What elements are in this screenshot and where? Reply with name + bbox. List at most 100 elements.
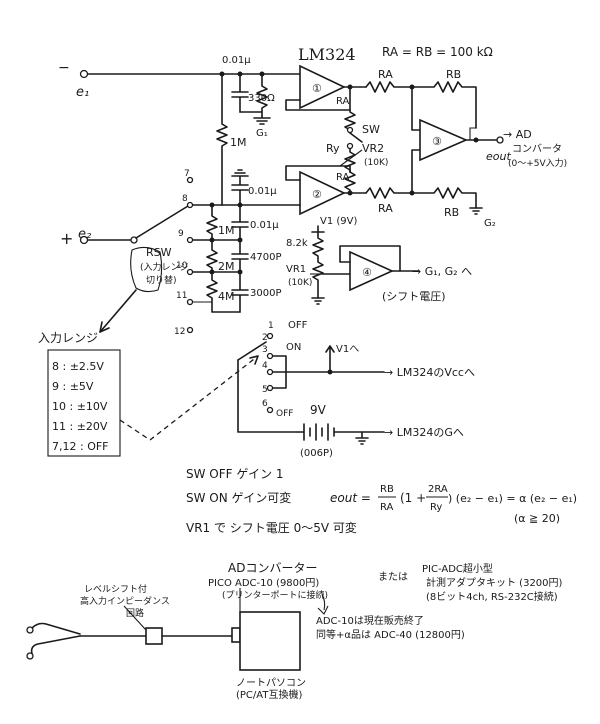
frac-2ra: 2RA [428, 484, 448, 495]
ra-v1-label: RA [336, 96, 350, 107]
r82k-label: 8.2k [286, 238, 308, 249]
frac-ra: RA [380, 502, 394, 513]
power-pos3: 3 [262, 345, 268, 355]
r-1m [206, 204, 218, 241]
rb-top-label: RB [446, 68, 461, 81]
sw-blade[interactable] [349, 132, 363, 143]
probe-label-1: レベルシフト付 [84, 584, 147, 595]
rb-top [411, 81, 477, 129]
rb-bottom-label: RB [444, 206, 459, 219]
rsw-pos7-label: 7 [184, 169, 190, 179]
rsw-label-3: 切り替) [146, 274, 177, 286]
chip-label: LM324 [298, 45, 356, 64]
amp4-feedback [339, 245, 401, 272]
plus-sign: + [60, 229, 73, 248]
node-amp3-out [473, 137, 479, 143]
amp1-feedback [285, 86, 351, 111]
probe-pointer [123, 605, 147, 631]
switch-coupling-1 [119, 419, 151, 441]
rsw-blade[interactable] [135, 205, 189, 239]
power-term-6[interactable] [266, 406, 274, 414]
rsw-label-outline [130, 246, 163, 293]
wire-to-amp3-minus [411, 86, 421, 131]
cap-4700 [231, 239, 249, 273]
formula-tail: ) (e₂ − e₁) = α (e₂ − e₁) [448, 492, 577, 505]
op-amp-4 [349, 250, 394, 292]
probe-label-3: 回路 [126, 607, 144, 619]
sw-on-text: SW ON ゲイン可変 [186, 490, 291, 505]
sw-off-text: SW OFF ゲイン 1 [186, 467, 284, 481]
rsw-pos8[interactable] [186, 201, 194, 209]
range-row-4: 11 : ±20V [52, 420, 108, 433]
range-row-3: 10 : ±10V [52, 400, 108, 413]
ad-out-label: → AD [503, 128, 532, 141]
r-2m-label: 2M [218, 260, 235, 273]
amp4-label: ④ [362, 266, 372, 279]
rsw-pos7[interactable] [186, 176, 194, 184]
to-g1g2-label: → G₁, G₂ へ [412, 265, 472, 278]
rsw-pos9[interactable] [186, 236, 194, 244]
rb-bottom [411, 187, 477, 209]
range-arrow [99, 289, 137, 333]
power-blade[interactable] [237, 341, 267, 361]
power-term-3[interactable] [266, 352, 274, 360]
e2-terminal [79, 235, 89, 245]
or-label: または [378, 571, 408, 583]
sw-terminal-1[interactable] [346, 126, 354, 134]
amp3-label: ③ [432, 135, 442, 148]
ra-rb-value: RA = RB = 100 kΩ [382, 45, 493, 59]
vr1-ground [311, 297, 325, 305]
amp3-fb [469, 127, 476, 140]
amp2-feedback [285, 165, 351, 181]
battery [297, 423, 385, 441]
amp2-label: ② [312, 188, 322, 201]
r-4m [206, 271, 241, 313]
g-ground [355, 431, 369, 445]
power-off-2: OFF [276, 409, 293, 419]
switch-coupling-2 [149, 355, 259, 441]
rsw-pos12-label: 12 [174, 327, 185, 337]
alpha-note: (α ≧ 20) [514, 512, 560, 525]
power-pos1: 1 [268, 321, 274, 331]
rsw-pos8-label: 8 [182, 194, 188, 204]
power-pos5: 5 [262, 385, 268, 395]
power-term-5[interactable] [266, 384, 274, 392]
r-4m-label: 4M [218, 290, 235, 303]
rsw-pos12[interactable] [186, 326, 194, 334]
frac-ry: Ry [430, 502, 442, 513]
note-arrowhead [317, 605, 329, 615]
to-g-label: → LM324のGへ [384, 426, 464, 439]
vr1-label: VR1 [286, 264, 306, 275]
sw-terminal-2[interactable] [346, 142, 354, 150]
power-term-2[interactable] [266, 332, 274, 340]
eout-formula: eout = [330, 491, 371, 505]
rsw-pos11[interactable] [186, 298, 194, 306]
notebook-pc [239, 611, 301, 671]
shift-voltage-label: (シフト電圧) [382, 290, 446, 303]
power-term-4[interactable] [266, 368, 274, 376]
range-row-1: 8 : ±2.5V [52, 360, 104, 373]
e1-terminal [79, 69, 89, 79]
note-2: 同等+α品は ADC-40 (12800円) [316, 628, 465, 641]
adc-connector [231, 627, 241, 643]
g2-ground [469, 207, 483, 215]
vr2-arrow [339, 149, 363, 167]
paren-open: (1 + [400, 491, 426, 505]
vr2 [344, 148, 356, 173]
g1-ground [239, 111, 271, 125]
ry-label: Ry [326, 142, 340, 155]
battery-type: (006P) [300, 448, 333, 459]
vr2-label: VR2 [362, 142, 384, 155]
rsw-label-2: (入力レンジ [140, 261, 189, 273]
coupling-arrowhead [249, 355, 259, 365]
pico-sub: (プリンターポートに接続) [222, 589, 328, 601]
eout-label: eout [486, 150, 511, 163]
node-amp2-out [347, 190, 353, 196]
cap-top [231, 73, 249, 113]
level-shift-box [145, 627, 163, 645]
pic-label-3: (8ビット4ch, RS-232C接続) [426, 590, 558, 603]
ad-title: ADコンバーター [228, 561, 317, 575]
r-1m-top [216, 73, 228, 206]
